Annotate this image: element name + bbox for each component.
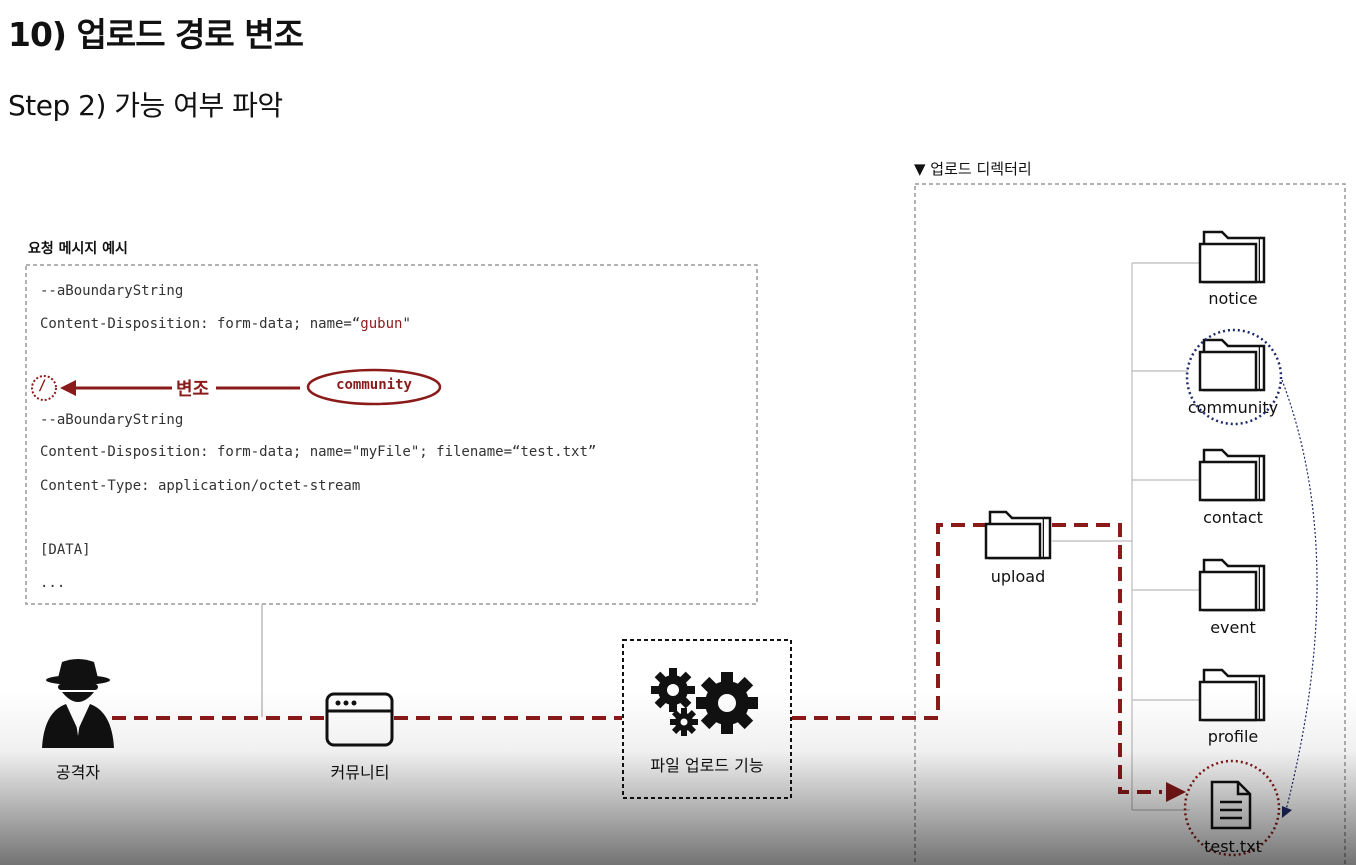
tamper-target-text: / xyxy=(38,378,47,394)
folder-contact-icon xyxy=(1198,448,1266,502)
directory-tree-lines xyxy=(1052,262,1200,811)
folder-event-icon xyxy=(1198,558,1266,612)
upload-directory-label: ▼ 업로드 디렉터리 xyxy=(914,160,1032,178)
request-line-7: ... xyxy=(40,575,66,591)
file-icon xyxy=(1210,780,1252,830)
community-site-label: 커뮤니티 xyxy=(330,763,390,782)
page-subtitle: Step 2) 가능 여부 파악 xyxy=(8,89,283,122)
tamper-target-circle xyxy=(31,375,57,401)
folder-community-label: community xyxy=(1187,398,1279,417)
browser-window-icon xyxy=(325,692,394,747)
tamper-source-text: community xyxy=(336,377,412,393)
folder-profile-icon xyxy=(1198,668,1266,722)
tamper-label: 변조 xyxy=(176,379,210,400)
move-curve-arrow xyxy=(1281,379,1318,811)
request-line-5: Content-Type: application/octet-stream xyxy=(40,478,361,494)
upload-feature-label: 파일 업로드 기능 xyxy=(650,756,764,775)
folder-profile-label: profile xyxy=(1207,727,1259,746)
file-label: test.txt xyxy=(1204,837,1262,856)
request-field-value: gubun xyxy=(360,316,403,332)
upload-folder-icon xyxy=(984,510,1052,560)
folder-community-icon xyxy=(1198,338,1266,392)
request-line-2: Content-Disposition: form-data; name=“gu… xyxy=(40,316,411,332)
attacker-label: 공격자 xyxy=(55,763,101,782)
request-line-6: [DATA] xyxy=(40,542,91,558)
request-example-label: 요청 메시지 예시 xyxy=(28,241,128,257)
request-line-1: --aBoundaryString xyxy=(40,283,184,299)
request-line-2-suffix: " xyxy=(402,316,411,332)
folder-contact-label: contact xyxy=(1203,508,1263,527)
request-line-3: --aBoundaryString xyxy=(40,412,184,428)
flow-upload-to-directory xyxy=(792,523,986,720)
request-message-box xyxy=(25,264,758,605)
folder-notice-icon xyxy=(1198,230,1266,284)
tamper-arrowhead xyxy=(60,380,76,396)
request-line-2-prefix: Content-Disposition: form-data; name=“ xyxy=(40,316,361,332)
request-line-4: Content-Disposition: form-data; name="my… xyxy=(40,444,597,460)
flow-directory-to-file xyxy=(1052,523,1162,794)
folder-event-label: event xyxy=(1210,618,1256,637)
upload-folder-label: upload xyxy=(990,567,1046,586)
upload-directory-box xyxy=(914,183,1346,865)
flow-arrowhead xyxy=(1166,782,1186,802)
community-highlight-circle xyxy=(1185,328,1283,426)
move-curve-arrowhead xyxy=(1282,806,1292,818)
tamper-source-ellipse xyxy=(306,368,442,406)
folder-notice-label: notice xyxy=(1208,289,1258,308)
page-title: 10) 업로드 경로 변조 xyxy=(8,15,304,54)
